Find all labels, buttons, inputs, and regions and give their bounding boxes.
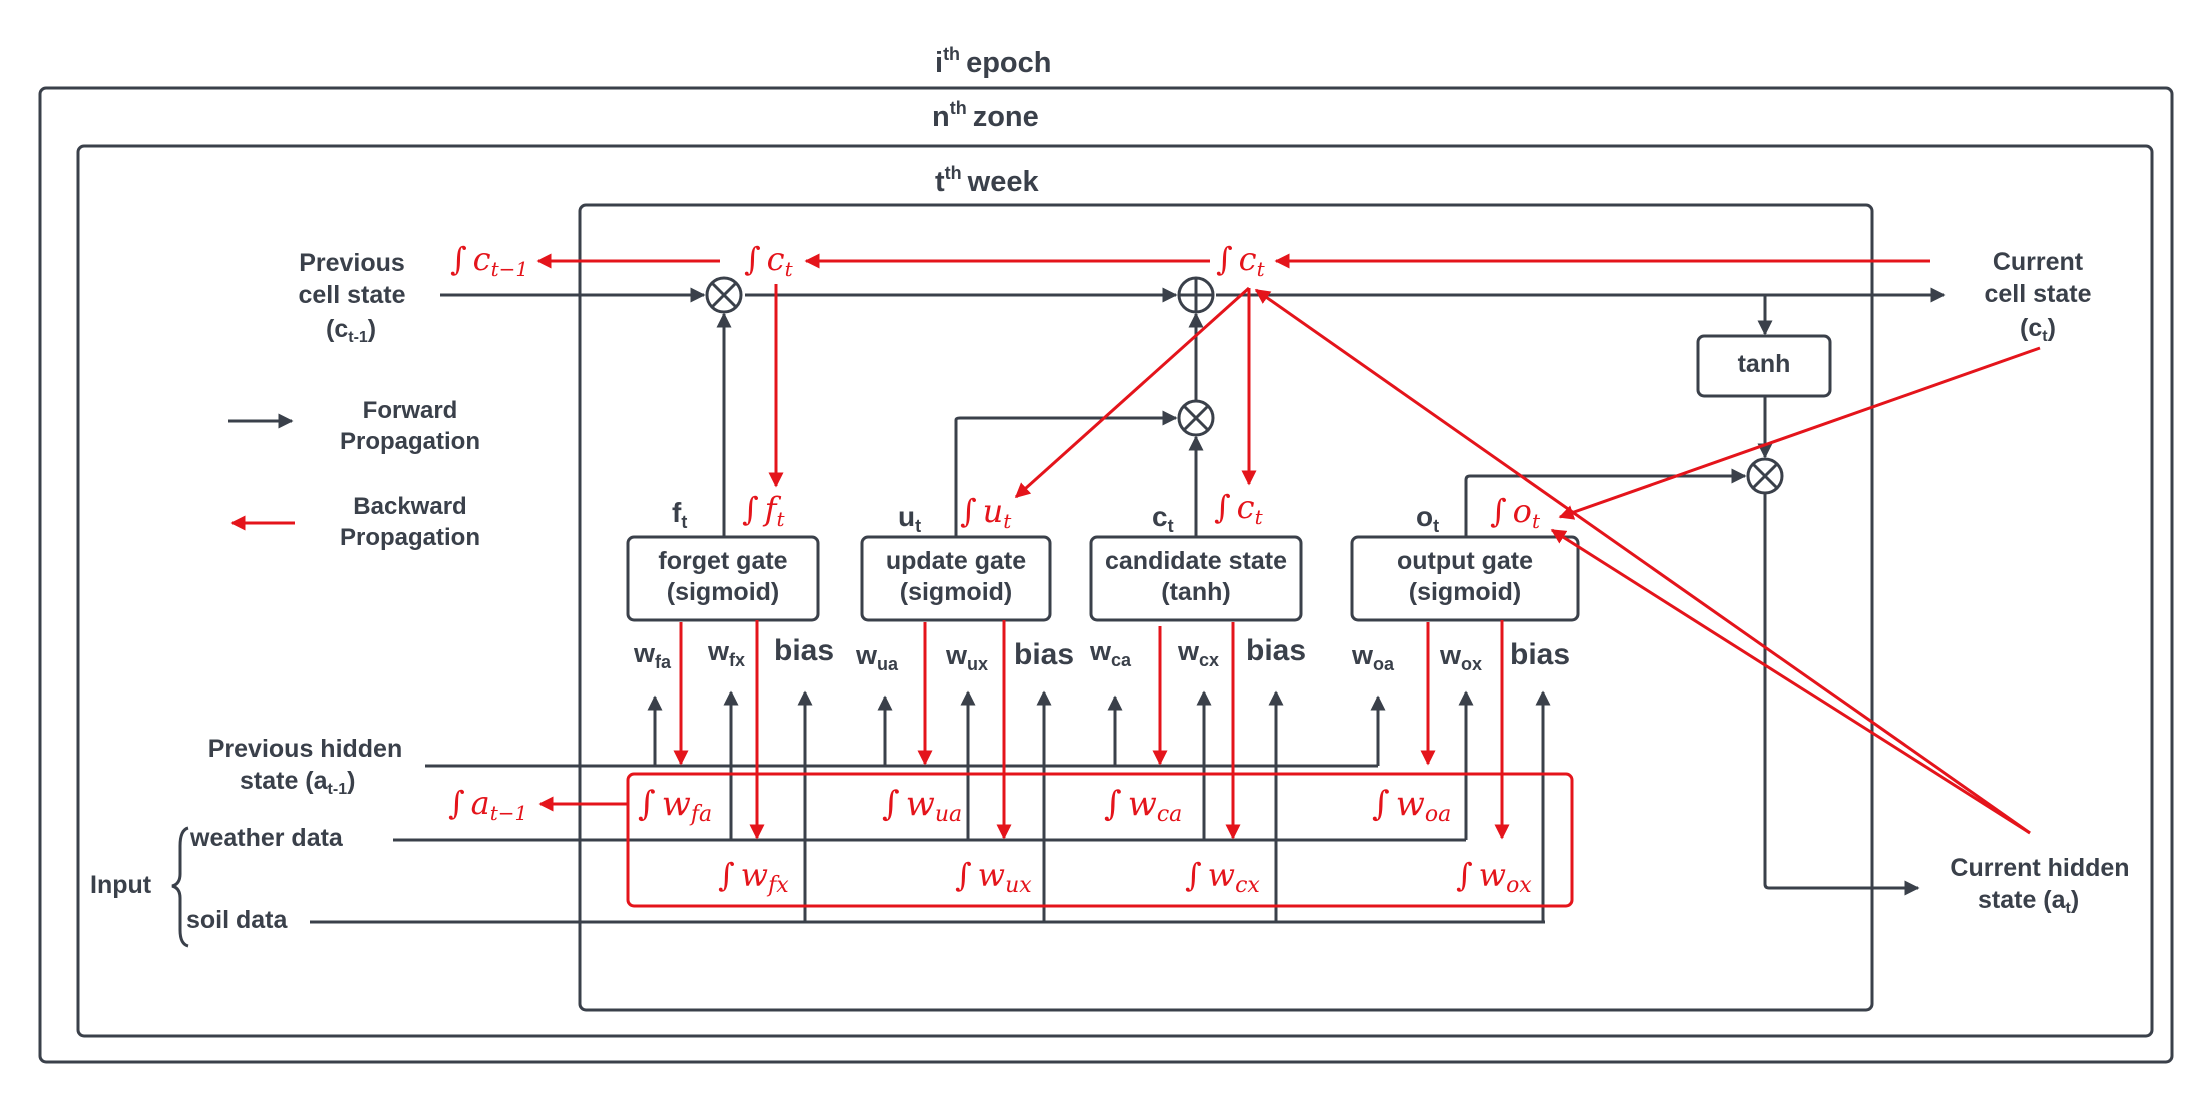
weather-data-label: weather data xyxy=(189,824,344,852)
grad-c-prev-label: ∫ct−1 xyxy=(450,240,528,281)
epoch-frame xyxy=(38,86,2174,1064)
weight-label-wca: wca xyxy=(1089,636,1132,670)
output-output-label: ot xyxy=(1416,501,1439,536)
weight-label-wcx: wcx xyxy=(1177,636,1219,670)
zone-frame xyxy=(76,144,2154,1038)
update-to-multiply xyxy=(954,410,1178,537)
grad-ft-label: ∫ft xyxy=(742,490,786,531)
grad-wux-label: ∫wux xyxy=(955,856,1032,898)
bias-label-update: bias xyxy=(1014,638,1074,671)
weight-gradient-arrows xyxy=(673,620,1510,840)
grad-c-t-label-right: ∫ct xyxy=(1216,240,1266,281)
grad-ut-label: ∫ut xyxy=(960,492,1012,533)
weight-label-wux: wux xyxy=(945,640,988,674)
input-brace xyxy=(171,826,189,948)
grad-ot-label: ∫ot xyxy=(1490,492,1541,533)
update-multiply-op xyxy=(1177,399,1215,437)
grad-a-prev-label: ∫at−1 xyxy=(448,784,527,825)
grad-to-ut xyxy=(1014,286,1251,499)
curr-hidden-state-label: Current hidden xyxy=(1950,854,2129,882)
grad-hidden-to-ct xyxy=(1254,288,2031,835)
svg-text:forget gate(sigmoid): forget gate(sigmoid) xyxy=(658,547,787,606)
svg-text:candidate state(tanh): candidate state(tanh) xyxy=(1105,547,1287,606)
soil-data-label: soil data xyxy=(186,906,289,934)
candidate-state: candidate state(tanh) xyxy=(1089,535,1303,622)
grad-wfa-label: ∫wfa xyxy=(638,784,712,827)
candidate-output-label: ct xyxy=(1152,501,1174,536)
weight-label-wfa: wfa xyxy=(633,638,672,672)
bias-label-output: bias xyxy=(1510,638,1570,671)
forget-gate: forget gate(sigmoid) xyxy=(626,535,820,622)
hidden-input-arrows xyxy=(647,695,1386,766)
bias-label-candidate: bias xyxy=(1246,634,1306,667)
grad-wua-label: ∫wua xyxy=(882,784,962,827)
prev-cell-state-symbol: (ct-1) xyxy=(326,315,376,346)
grad-hidden-to-ot xyxy=(1550,528,2031,835)
input-group-label: Input xyxy=(90,871,152,899)
bias-label-forget: bias xyxy=(774,634,834,667)
tanh-label: tanh xyxy=(1738,350,1791,378)
grad-wcx-label: ∫wcx xyxy=(1185,856,1260,898)
bias-input-arrows xyxy=(797,690,1551,922)
weight-label-wua: wua xyxy=(855,640,899,674)
prev-hidden-state-symbol: state (at-1) xyxy=(240,767,355,798)
forget-output-label: ft xyxy=(672,497,687,532)
output-multiply-op xyxy=(1746,457,1784,495)
prev-hidden-state-label: Previous hidden xyxy=(208,735,402,763)
svg-text:update gate(sigmoid): update gate(sigmoid) xyxy=(886,547,1026,606)
weight-gradient-box xyxy=(626,772,1574,908)
grad-wca-label: ∫wca xyxy=(1104,784,1182,827)
weight-label-woa: woa xyxy=(1351,640,1395,674)
cell-add-op xyxy=(1177,276,1215,314)
svg-text:output gate(sigmoid): output gate(sigmoid) xyxy=(1397,547,1533,606)
hidden-out-line xyxy=(1763,493,1920,896)
tanh-box xyxy=(1696,334,1832,398)
grad-woa-label: ∫woa xyxy=(1372,784,1451,827)
week-frame xyxy=(578,203,1874,1012)
grad-wox-label: ∫wox xyxy=(1456,856,1532,898)
update-output-label: ut xyxy=(898,501,921,536)
output-gate: output gate(sigmoid) xyxy=(1350,535,1580,622)
output-to-multiply xyxy=(1464,468,1747,537)
grad-ct-candidate-label: ∫ct xyxy=(1214,488,1264,529)
grad-c-t-label-left: ∫ct xyxy=(744,240,794,281)
curr-hidden-state-symbol: state (at) xyxy=(1978,886,2079,917)
weight-label-wfx: wfx xyxy=(707,636,745,670)
forget-multiply-op xyxy=(705,276,743,314)
curr-cell-state-symbol: (ct) xyxy=(2020,314,2056,345)
grad-cell-to-ot xyxy=(1558,346,2041,520)
weather-input-arrows xyxy=(723,690,1474,840)
grad-wfx-label: ∫wfx xyxy=(718,856,789,898)
update-gate: update gate(sigmoid) xyxy=(860,535,1052,622)
weight-label-wox: wox xyxy=(1439,640,1482,674)
